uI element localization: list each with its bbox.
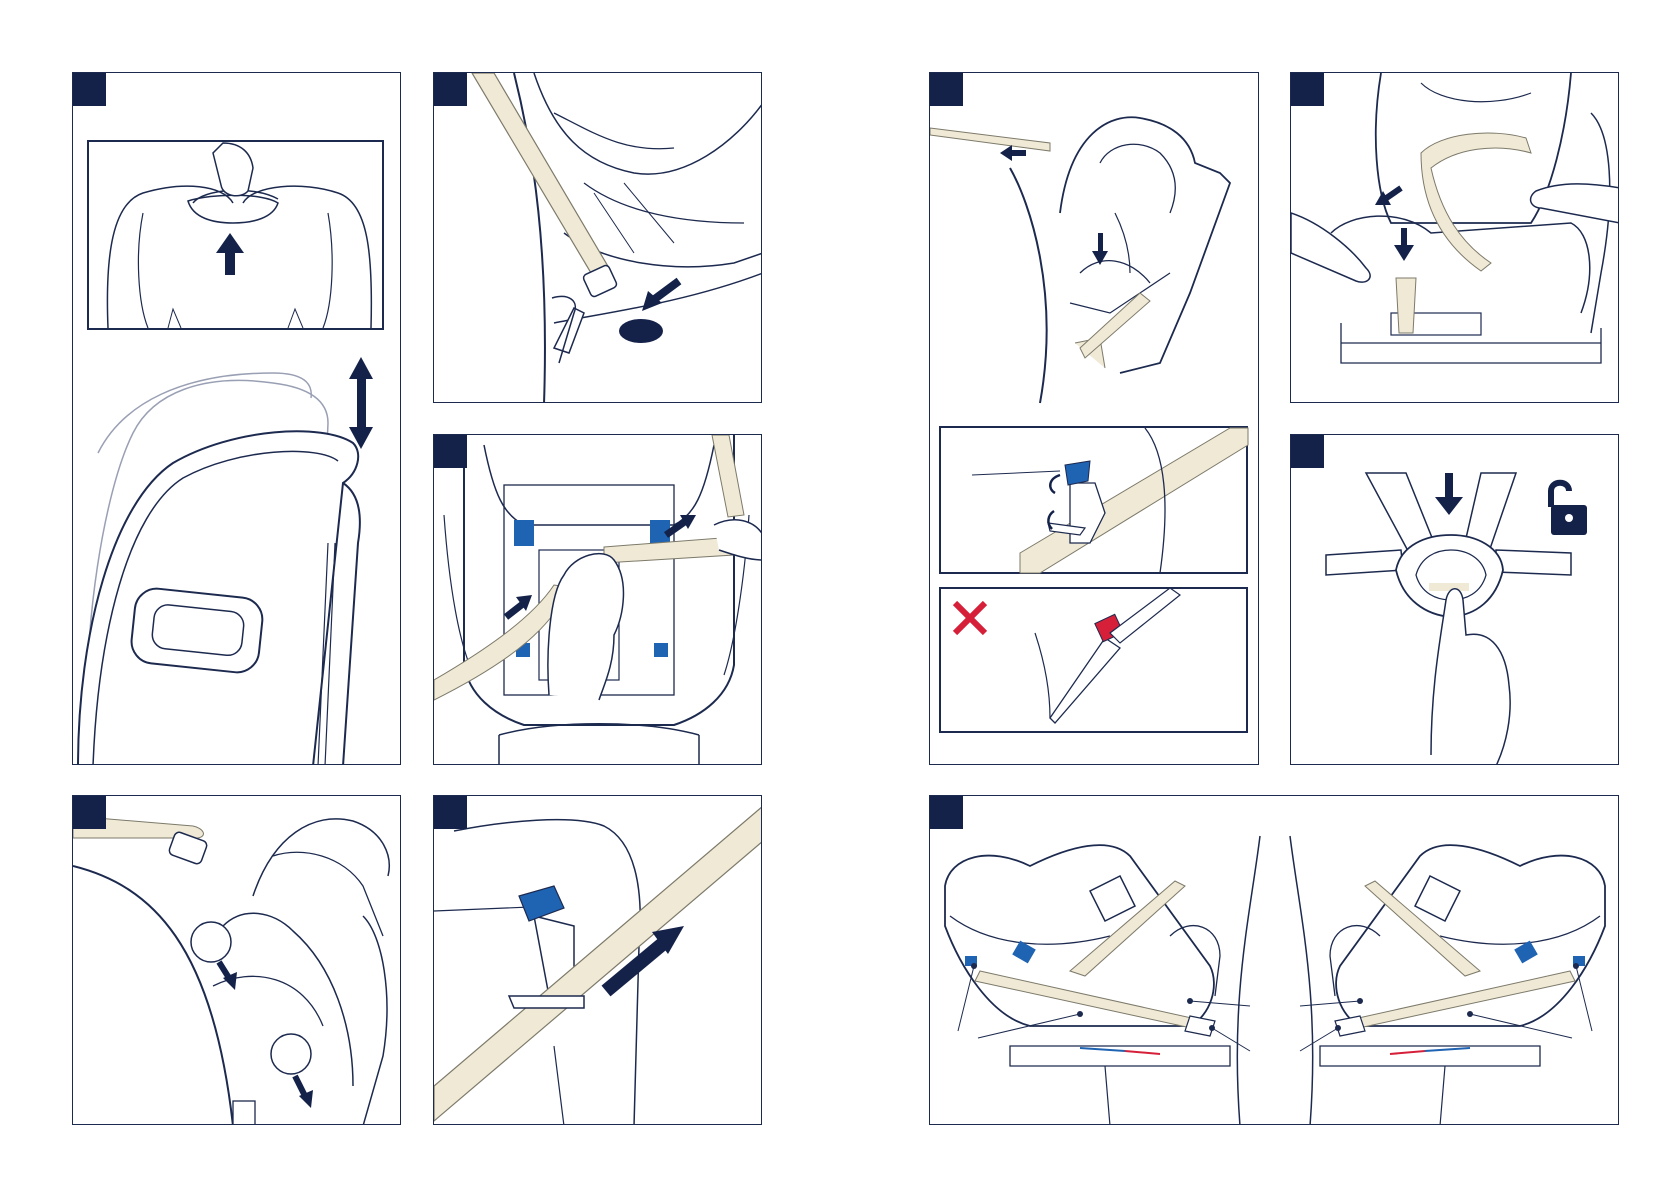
step-badge xyxy=(1291,435,1324,468)
step-badge xyxy=(1291,73,1324,106)
navy-arrow-icon xyxy=(1435,473,1463,515)
step-badge xyxy=(434,435,467,468)
shoulder-belt-guide-illustration xyxy=(1291,73,1619,403)
step-badge xyxy=(73,796,106,829)
panel-lock-clip xyxy=(433,795,762,1125)
navy-arrow-icon xyxy=(506,595,532,617)
step-badge xyxy=(434,796,467,829)
panel-seat-rear-view xyxy=(929,72,1259,765)
harness-release-illustration xyxy=(1291,435,1619,765)
right-seat-view xyxy=(1290,836,1605,1125)
step-badge xyxy=(73,73,106,106)
panel-shoulder-belt-guide xyxy=(1290,72,1619,403)
step-badge xyxy=(930,73,963,106)
belt-guides-illustration xyxy=(73,796,401,1125)
unlocked-padlock-icon xyxy=(1551,483,1587,535)
belt-routing-illustration xyxy=(434,435,762,765)
belt-buckle-illustration xyxy=(434,73,762,403)
navy-arrow-icon xyxy=(1394,228,1414,261)
headrest-adjust-illustration xyxy=(73,73,401,765)
left-seat-view xyxy=(945,836,1260,1125)
navy-arrow-icon xyxy=(1375,188,1401,205)
double-arrow-icon xyxy=(349,357,373,449)
panel-harness-release xyxy=(1290,434,1619,765)
panel-overview-both-sides xyxy=(929,795,1619,1125)
navy-arrow-icon xyxy=(642,281,679,311)
panel-belt-buckle xyxy=(433,72,762,403)
panel-headrest-adjust xyxy=(72,72,401,765)
step-badge xyxy=(434,73,467,106)
navy-arrow-icon xyxy=(219,962,237,990)
overview-illustration xyxy=(930,796,1619,1125)
lock-clip-illustration xyxy=(434,796,762,1125)
panel-belt-routing-back xyxy=(433,434,762,765)
panel-belt-guides xyxy=(72,795,401,1125)
navy-arrow-icon xyxy=(295,1076,313,1108)
step-badge xyxy=(930,796,963,829)
seat-rear-view-illustration xyxy=(930,73,1259,765)
